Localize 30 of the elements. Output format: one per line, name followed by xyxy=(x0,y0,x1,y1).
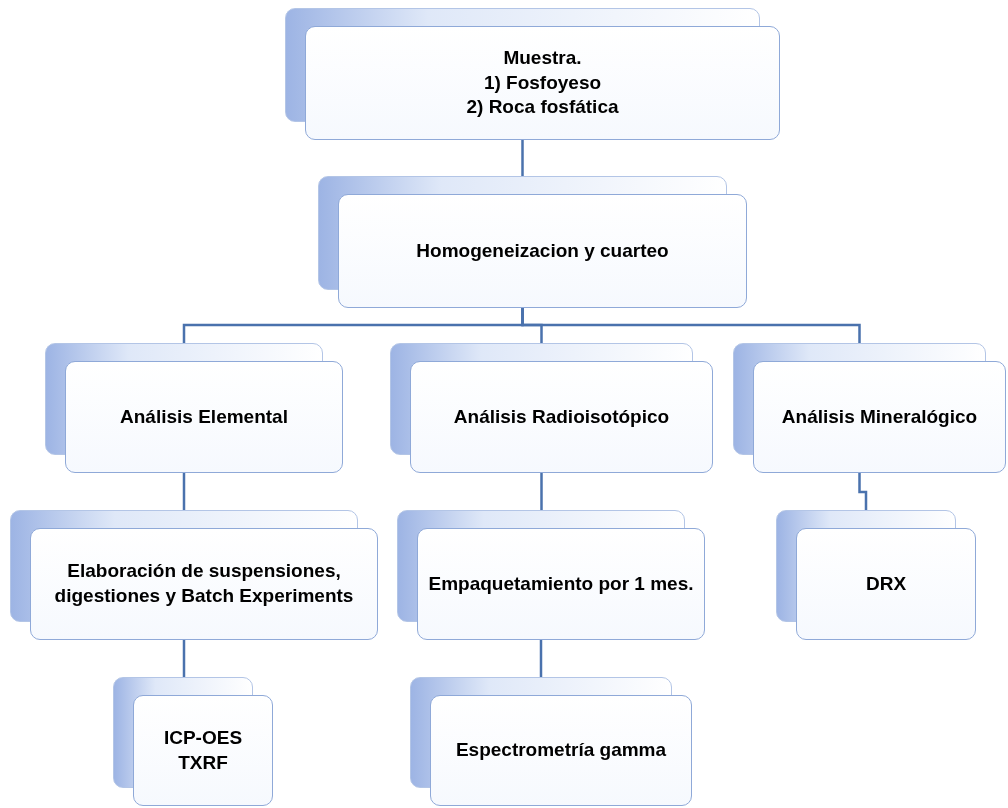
box-label: Muestra. xyxy=(503,45,582,70)
connector-line xyxy=(521,308,861,343)
box-label: Análisis Elemental xyxy=(120,404,288,429)
process-box xyxy=(776,510,976,640)
process-box xyxy=(410,677,692,806)
process-box xyxy=(113,677,273,806)
box-label: Elaboración de suspensiones, digestiones y Batch Experiments xyxy=(53,559,355,608)
box-label: 1) Fosfoyeso xyxy=(483,70,602,95)
process-box xyxy=(397,510,705,640)
box-label: Espectrometría gamma xyxy=(455,738,667,763)
box-label: Empaquetamiento por 1 mes. xyxy=(428,571,694,596)
connector-line xyxy=(540,473,543,510)
process-box xyxy=(318,176,747,308)
connector-line xyxy=(539,640,543,677)
box-label: Análisis Mineralógico xyxy=(781,404,978,429)
connector-line xyxy=(182,640,186,677)
box-label: Homogeneizacion y cuarteo xyxy=(416,238,669,263)
process-box xyxy=(390,343,713,473)
process-box xyxy=(285,8,780,140)
process-box xyxy=(10,510,378,640)
box-label: Análisis Radioisotópico xyxy=(453,404,670,429)
box-label: TXRF xyxy=(178,750,228,775)
process-box xyxy=(733,343,1006,473)
box-label: ICP-OES xyxy=(163,725,243,750)
box-label: DRX xyxy=(865,571,907,596)
connector-line xyxy=(182,473,186,510)
box-label: 2) Roca fosfática xyxy=(466,95,619,120)
connector-line xyxy=(858,473,868,510)
process-box xyxy=(45,343,343,473)
connector-line xyxy=(521,140,524,176)
